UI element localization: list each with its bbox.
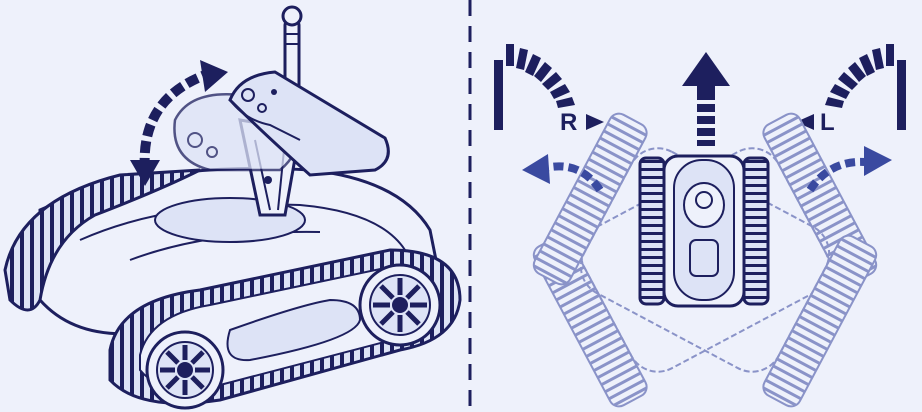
- camera-head: [228, 70, 390, 177]
- curved-arrow-icon-left: [522, 154, 604, 193]
- right-turn-label: R: [560, 109, 577, 136]
- curved-arrow-icon-right: [806, 146, 892, 193]
- signal-strength-icon-left: [825, 44, 906, 130]
- tilt-arrow-icon: [130, 60, 228, 186]
- signal-strength-icon-right: [494, 44, 575, 130]
- left-turn-label: L: [820, 109, 835, 136]
- left-pointer-icon: [796, 114, 814, 130]
- rear-wheel: [358, 263, 442, 347]
- left-track: [3, 168, 201, 312]
- front-wheel: [145, 330, 225, 410]
- tank-side-view: [3, 5, 462, 410]
- tank-rotated-right-ghost: [532, 112, 878, 408]
- steering-diagram: R L: [494, 44, 906, 408]
- antenna: [281, 5, 303, 94]
- right-pointer-icon: [586, 114, 604, 130]
- tank-top-view: [638, 154, 770, 308]
- arrow-up-icon: [682, 52, 730, 146]
